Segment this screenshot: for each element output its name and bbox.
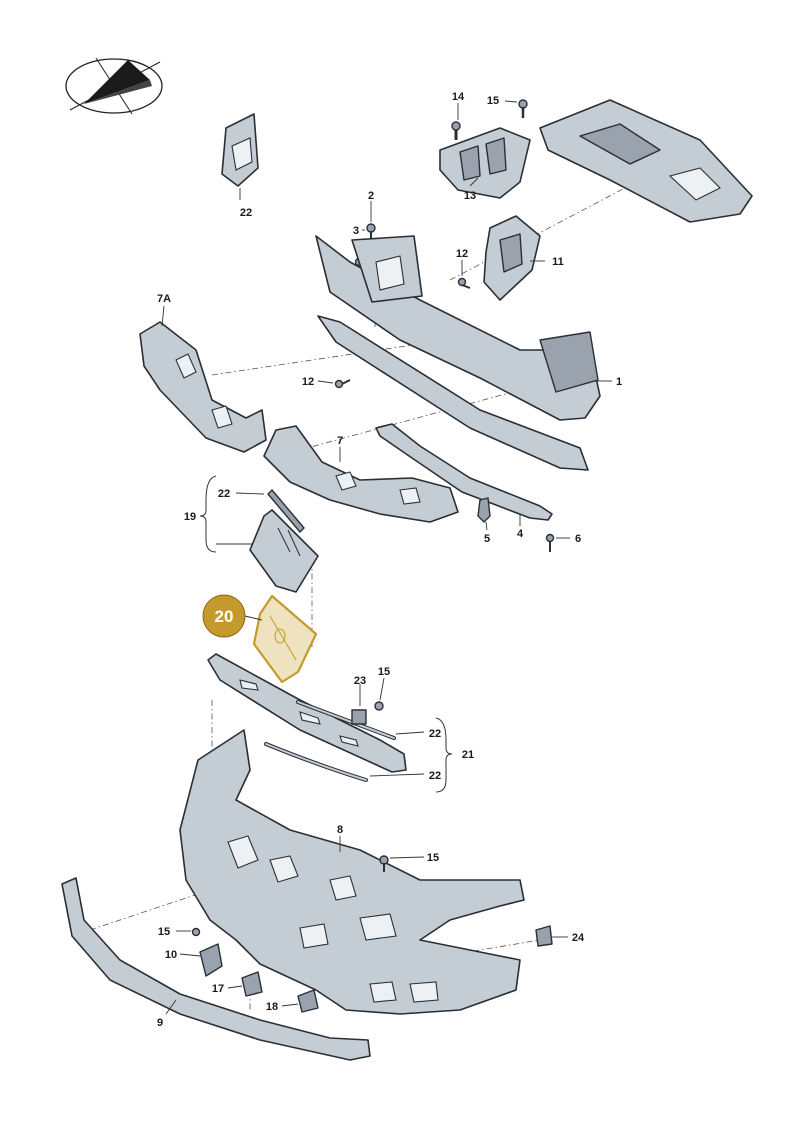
part-20-badge-label: 20 xyxy=(215,607,234,626)
leader-lines xyxy=(161,100,612,1015)
callout-18: 18 xyxy=(266,1001,278,1013)
callout-7A: 7A xyxy=(157,293,171,305)
callout-21: 21 xyxy=(462,749,474,761)
callout-23: 23 xyxy=(354,675,366,687)
part-22-cover-plate xyxy=(221,113,259,187)
part-21-grille-strip xyxy=(207,653,407,773)
callout-6: 6 xyxy=(575,533,581,545)
part-23-clip xyxy=(351,709,367,725)
part-13-bracket xyxy=(439,121,531,199)
part-20-badge: 20 xyxy=(202,594,246,638)
callout-10: 10 xyxy=(165,949,177,961)
callout-14: 14 xyxy=(452,91,465,103)
part-19-air-duct xyxy=(249,509,319,593)
part-18-clip xyxy=(297,989,319,1013)
screw-12-upper xyxy=(457,277,471,289)
part-22-seal-upper xyxy=(296,700,396,740)
part-7-absorber xyxy=(263,425,459,523)
callout-labels: 14 15 13 22 2 3 11 12 7A 12 1 7 22 19 4 … xyxy=(157,91,622,1029)
bolt-15-top xyxy=(518,99,528,118)
part-1-cross-member xyxy=(315,235,601,471)
callout-8: 8 xyxy=(337,824,343,836)
callout-11: 11 xyxy=(552,256,564,268)
screw-15-mid xyxy=(374,701,384,711)
callout-2: 2 xyxy=(368,190,374,202)
callout-4: 4 xyxy=(517,528,524,540)
part-10-bracket xyxy=(199,943,223,977)
direction-compass-icon xyxy=(65,57,163,115)
part-7A-absorber xyxy=(139,321,267,453)
callout-12-upper: 12 xyxy=(456,248,468,260)
screw-15-lower-left xyxy=(191,927,201,937)
callout-22-lower-seal: 22 xyxy=(429,770,441,782)
callout-22-top: 22 xyxy=(240,207,252,219)
callout-17: 17 xyxy=(212,983,224,995)
callout-3: 3 xyxy=(353,225,359,237)
part-11-bracket xyxy=(483,215,541,301)
part-6-screw xyxy=(545,533,555,552)
part-17-clip xyxy=(241,971,263,997)
callout-15-right: 15 xyxy=(427,852,439,864)
screw-12-lower xyxy=(334,379,351,389)
part-24-clip xyxy=(535,925,553,947)
callout-19: 19 xyxy=(184,511,196,523)
callout-24: 24 xyxy=(572,932,585,944)
part-9-lower-spoiler xyxy=(61,877,371,1061)
part-8-bumper-cover xyxy=(179,729,525,1015)
screw-15-lower-right xyxy=(379,855,389,872)
upper-lock-carrier xyxy=(539,99,753,223)
callout-12-lower: 12 xyxy=(302,376,314,388)
callout-15-top: 15 xyxy=(487,95,499,107)
callout-22-upper-seal: 22 xyxy=(429,728,441,740)
screw-2 xyxy=(366,223,376,240)
callout-7: 7 xyxy=(337,435,343,447)
part-22-seal-strip xyxy=(267,489,305,533)
callout-15-mid: 15 xyxy=(378,666,390,678)
callout-13: 13 xyxy=(464,190,476,202)
callout-1: 1 xyxy=(616,376,622,388)
group-bracket-19 xyxy=(199,475,217,553)
part-22-seal-lower xyxy=(264,742,368,782)
callout-22-group19: 22 xyxy=(218,488,230,500)
part-5-clip xyxy=(477,497,491,523)
group-bracket-21 xyxy=(435,717,453,793)
part-20-highlighted-duct xyxy=(252,594,318,684)
callout-9: 9 xyxy=(157,1017,163,1029)
callout-15-left: 15 xyxy=(158,926,170,938)
part-4-strip xyxy=(375,423,553,521)
callout-5: 5 xyxy=(484,533,490,545)
